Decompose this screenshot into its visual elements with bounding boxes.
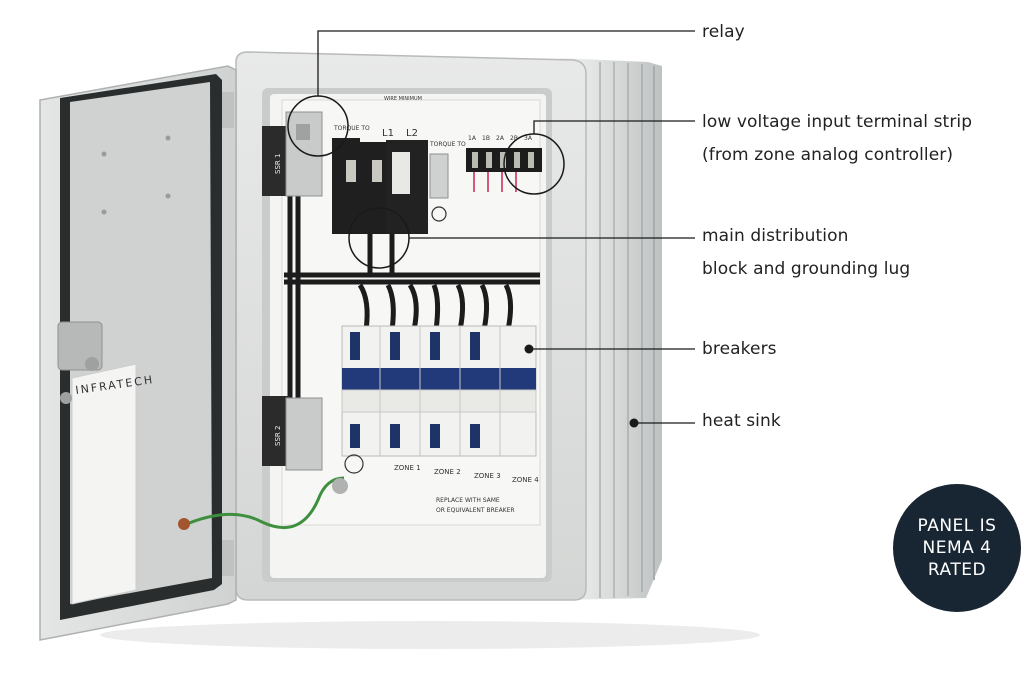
- callout-distribution-line1: main distribution: [702, 226, 849, 246]
- leader-lines: [317, 30, 695, 424]
- terminal-id-1b: 1B: [482, 135, 490, 142]
- enclosure-door: [39, 65, 237, 641]
- replace-line2: OR EQUIVALENT BREAKER: [436, 507, 515, 514]
- callout-terminal-strip-line2: (from zone analog controller): [702, 145, 954, 165]
- zone-2-label: ZONE 2: [434, 468, 461, 476]
- breakers-dot: [524, 344, 534, 354]
- callout-terminal-strip-line1: low voltage input terminal strip: [702, 112, 973, 132]
- zone-3-label: ZONE 3: [474, 472, 501, 480]
- floor-shadow: [100, 621, 760, 649]
- terminal-id-3a: 3A: [524, 135, 533, 142]
- ssr1-label: SSR 1: [274, 154, 282, 174]
- heat-sink-dot: [629, 418, 639, 428]
- torque-left-label: TORQUE TO: [333, 125, 370, 132]
- replace-line1: REPLACE WITH SAME: [436, 497, 500, 504]
- callout-distribution-line2: block and grounding lug: [702, 259, 911, 279]
- ssr2-label: SSR 2: [274, 426, 282, 446]
- terminal-id-2b: 2B: [510, 135, 518, 142]
- torque-right-label: TORQUE TO: [429, 141, 466, 148]
- relay-ssr1: [262, 111, 323, 197]
- ground-wire: [181, 476, 345, 530]
- callout-relay: relay: [702, 22, 745, 42]
- badge-line2: NEMA 4: [922, 538, 992, 558]
- leader-relay: [317, 30, 695, 96]
- wire-minimum-label: WIRE MINIMUM: [384, 96, 422, 102]
- terminal-id-2a: 2A: [496, 135, 505, 142]
- leader-terminal-strip: [533, 120, 695, 134]
- nema-rating-badge: PANEL IS NEMA 4 RATED: [893, 484, 1021, 612]
- badge-line3: RATED: [927, 560, 987, 580]
- badge-line1: PANEL IS: [917, 516, 997, 536]
- terminal-id-1a: 1A: [468, 135, 477, 142]
- callout-heat-sink: heat sink: [702, 411, 781, 431]
- relay-ssr2: [262, 396, 323, 471]
- callout-breakers: breakers: [702, 339, 777, 359]
- l1-label: L1: [382, 128, 394, 139]
- zone-4-label: ZONE 4: [512, 476, 539, 484]
- zone-1-label: ZONE 1: [394, 464, 421, 472]
- l2-label: L2: [406, 128, 418, 139]
- breakers: [332, 325, 537, 494]
- distribution-block: [332, 138, 449, 234]
